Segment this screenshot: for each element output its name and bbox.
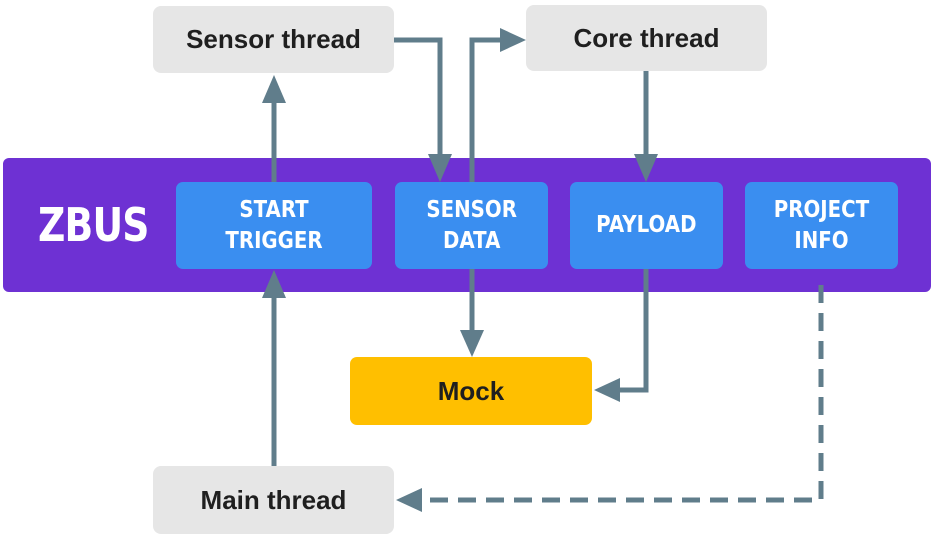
core-thread-box: Core thread — [526, 5, 767, 71]
sensor-thread-box: Sensor thread — [153, 6, 394, 73]
arrow-project-info-to-main-thread — [422, 285, 824, 503]
arrow-payload-to-mock — [620, 269, 649, 393]
arrowhead-core-thread — [500, 28, 526, 52]
sensor-thread-label: Sensor thread — [186, 24, 361, 54]
channel-project-info: PROJECT INFO — [745, 182, 898, 269]
arrowhead-mock-right — [594, 378, 620, 402]
channel-payload: PAYLOAD — [570, 182, 723, 269]
main-thread-box: Main thread — [153, 466, 394, 534]
arrowhead-main-thread — [396, 488, 422, 512]
channel-start-trigger: START TRIGGER — [176, 182, 372, 269]
core-thread-label: Core thread — [573, 22, 720, 53]
main-thread-label: Main thread — [200, 484, 347, 515]
arrowhead-mock-top — [460, 330, 484, 357]
channel-payload-label: PAYLOAD — [596, 212, 697, 238]
mock-box: Mock — [350, 357, 592, 425]
channel-sensor-data: SENSOR DATA — [395, 182, 548, 269]
arrowhead-sensor-data — [428, 154, 452, 182]
arrowhead-sensor-thread — [262, 75, 286, 103]
arrow-sensor-thread-to-sensor-data — [394, 37, 443, 154]
arrowhead-payload — [634, 154, 658, 182]
channel-sensor-data-label: SENSOR DATA — [426, 196, 517, 254]
arrow-sensor-data-to-core-thread — [469, 37, 500, 182]
channel-project-info-label: PROJECT INFO — [773, 196, 870, 254]
channel-start-trigger-label: START TRIGGER — [225, 196, 323, 254]
zbus-label: ZBUS — [38, 198, 149, 252]
arrowhead-start-trigger — [262, 270, 286, 298]
mock-label: Mock — [437, 375, 505, 406]
